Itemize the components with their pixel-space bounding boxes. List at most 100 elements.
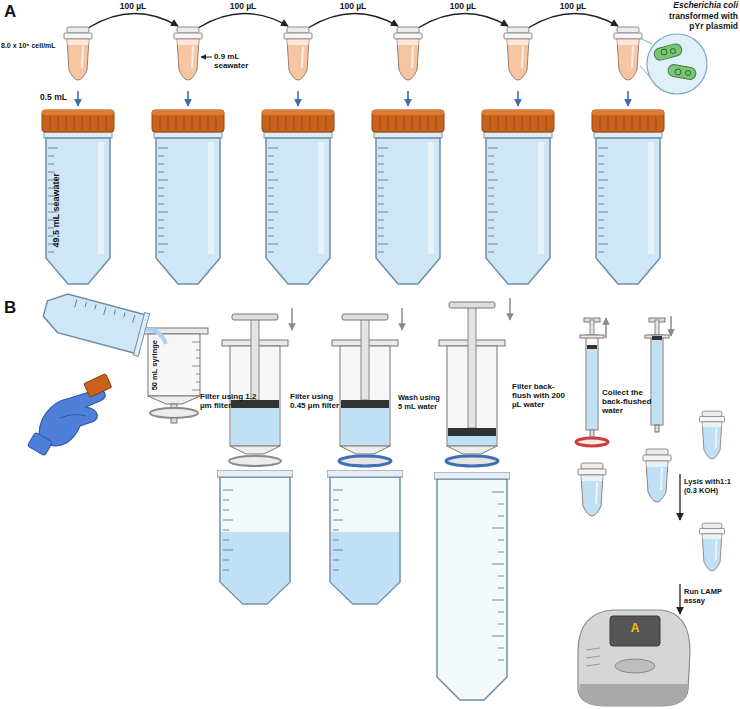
syringe-liquid	[587, 349, 597, 429]
falcon-tube-node: 49.5 mL seawater	[46, 140, 112, 280]
microtube	[504, 27, 532, 80]
dispense-arrow	[517, 91, 519, 106]
step-label: Filter back-flush with 200 µL water	[512, 382, 568, 410]
syringe-barrel	[651, 335, 663, 425]
plasmid	[671, 49, 676, 54]
pouring-tube	[40, 287, 150, 356]
volume-label: 100 µL	[333, 2, 373, 12]
reader-button	[615, 659, 655, 673]
syringe-barrel	[586, 335, 598, 430]
volume-label: 100 µL	[443, 2, 483, 12]
microtube	[578, 463, 606, 516]
syringe-liquid	[341, 408, 389, 445]
push-arrow	[401, 308, 403, 330]
filter-disc	[229, 456, 281, 466]
plunger-rod	[468, 306, 476, 428]
microtube	[699, 523, 724, 571]
transfer-arrow	[528, 13, 618, 28]
organism-label: transformed with pYr plasmid	[654, 12, 738, 32]
plunger-seal	[231, 400, 279, 408]
plunger-seal	[587, 345, 597, 349]
falcon-tube	[592, 110, 664, 284]
syringe-node: 50 mL syringe	[148, 334, 200, 396]
reader-grip	[586, 648, 600, 666]
filter-disc	[576, 438, 608, 446]
dispense-arrow	[407, 91, 409, 106]
syringe-taper	[340, 446, 390, 454]
glove-cuff	[27, 432, 52, 456]
graduation-marks	[192, 342, 200, 390]
gloved-hand	[39, 390, 105, 446]
syringe-liquid	[652, 340, 662, 424]
plasmid	[675, 69, 681, 75]
panel-label: B	[4, 298, 26, 318]
syringe-flange	[580, 335, 604, 338]
collection-tube	[217, 470, 293, 604]
push-arrow	[291, 308, 293, 330]
screen-letter: A	[626, 622, 644, 636]
syringe-taper	[230, 446, 280, 454]
microtube	[699, 411, 724, 459]
organism-label: Escherichia coli	[640, 1, 738, 11]
step-label: Collect the back-flushed water	[602, 388, 660, 416]
panel-label: A	[4, 2, 26, 22]
reader-base	[579, 684, 688, 706]
node-text: 50 mL syringe	[151, 340, 159, 390]
volume-label: 0.5 mL	[40, 93, 76, 103]
magnified-view	[647, 34, 707, 94]
plunger-seal	[341, 400, 389, 408]
plunger-rod	[251, 318, 259, 400]
transfer-arrow	[198, 13, 288, 28]
waste-tube	[434, 472, 510, 700]
falcon-tube	[152, 110, 224, 284]
graduation-marks	[75, 299, 135, 322]
dispense-arrow	[627, 91, 629, 106]
falcon-tube	[42, 110, 114, 284]
push-arrow	[509, 298, 511, 320]
plunger-thumb	[232, 314, 278, 320]
microtube	[614, 27, 642, 80]
transfer-arrow	[418, 13, 508, 28]
microtube	[643, 449, 671, 502]
tube-body	[40, 289, 145, 353]
plunger-seal	[448, 428, 496, 436]
step-label: Filter using 0.45 µm filter	[290, 392, 348, 410]
filter-disc	[446, 456, 498, 466]
plunger-thumb	[449, 302, 495, 308]
microtube	[64, 27, 92, 80]
syringe-taper	[148, 396, 200, 404]
microtube	[394, 27, 422, 80]
bacterium	[667, 64, 697, 81]
plunger-rod	[361, 318, 369, 400]
syringe-taper	[447, 446, 497, 454]
lamp-reader	[578, 610, 690, 706]
leader-line	[640, 38, 652, 44]
step-arrow	[679, 474, 680, 520]
volume-label: 100 µL	[223, 2, 263, 12]
reader-screen	[610, 616, 660, 646]
plunger-rod	[655, 320, 659, 336]
step-arrow	[679, 584, 680, 614]
plunger-thumb	[342, 314, 388, 320]
filter-outlet	[171, 418, 177, 423]
syringe-barrel	[148, 334, 200, 396]
falcon-tube	[262, 110, 334, 284]
filter-disc	[339, 456, 391, 466]
pull-arrow	[605, 318, 607, 338]
pointer-arrow	[201, 57, 212, 58]
transfer-arrow	[308, 13, 398, 28]
step-label: Run LAMP assay	[684, 588, 740, 605]
plunger-seal	[652, 336, 662, 340]
syringe-tip	[590, 430, 594, 437]
microtube	[284, 27, 312, 80]
dispense-arrow	[77, 91, 79, 106]
plasmid	[686, 71, 691, 76]
syringe-liquid	[231, 408, 279, 445]
transfer-arrow	[88, 13, 178, 28]
dispense-arrow	[297, 91, 299, 106]
microtube	[174, 27, 202, 80]
transfer-arrows	[88, 13, 618, 28]
volume-label: 100 µL	[553, 2, 593, 12]
